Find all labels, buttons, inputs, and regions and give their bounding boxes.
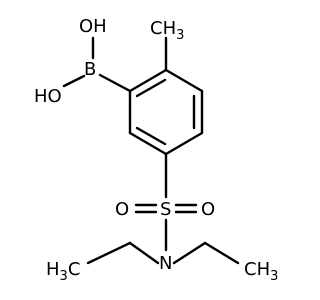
methyl-base: CH: [150, 18, 176, 39]
ring-double-bond: [135, 126, 167, 146]
ring-double-bond: [135, 78, 167, 98]
hydroxyl-top-label: OH: [79, 16, 107, 37]
boron-oh-left-bond: [62, 74, 86, 88]
oxygen-left-label: O: [115, 199, 129, 220]
n-ethyl-left-bond: [128, 241, 160, 265]
ring-bond: [128, 68, 168, 93]
boron-label: B: [84, 59, 96, 80]
methyl-label: CH3: [150, 18, 184, 43]
ethyl-right-subscript: 3: [270, 269, 278, 284]
boron-ring-bond: [98, 73, 132, 93]
ring-bond: [164, 131, 204, 156]
nitrogen-label: N: [159, 253, 172, 274]
n-ethyl-right-bond: [172, 241, 207, 265]
ethyl-left-methyl-label: H3C: [46, 259, 80, 284]
ethyl-right-base: CH: [244, 259, 270, 280]
methyl-subscript: 3: [176, 28, 184, 43]
hydroxyl-left-label: HO: [34, 86, 62, 107]
ethyl-left-cc-bond: [86, 241, 132, 265]
ethyl-left-subscript: 3: [60, 269, 68, 284]
ethyl-left-base: H: [46, 259, 60, 280]
ethyl-right-cc-bond: [203, 241, 240, 265]
ring-bond: [128, 131, 168, 156]
ethyl-left-tail: C: [68, 259, 81, 280]
ring-bond: [164, 68, 204, 93]
oxygen-right-label: O: [201, 199, 215, 220]
bonds: [62, 36, 240, 265]
sulfur-label: S: [160, 199, 171, 220]
structure-diagram: OH HO B CH3 S O O N H3C CH3: [34, 16, 278, 284]
ethyl-right-methyl-label: CH3: [244, 259, 278, 284]
